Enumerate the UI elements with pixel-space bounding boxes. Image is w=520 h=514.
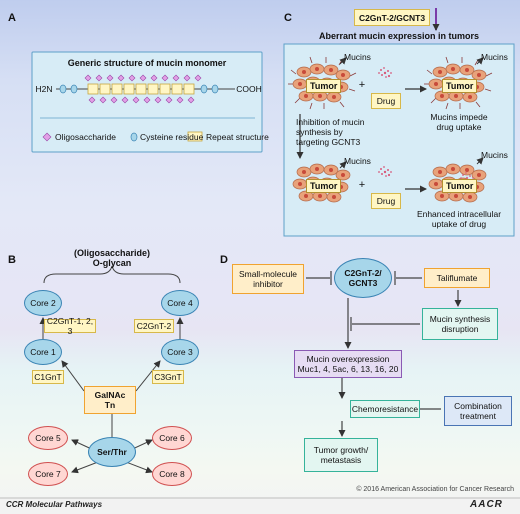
- cysteine-residues: [59, 84, 219, 94]
- tumor-label-1: Tumor: [306, 79, 342, 93]
- oligosaccharide-diamonds: [84, 74, 202, 104]
- core-6-node: Core 6: [152, 426, 192, 450]
- mucin-synthesis-line: Mucin synthesis: [429, 314, 491, 324]
- c2gnt-1-2-3-enzyme: C2GnT-1, 2, 3: [44, 316, 96, 336]
- legend-repeat-label: Repeat structure: [206, 132, 269, 142]
- inhibition-text: Inhibition of mucin synthesis by targeti…: [296, 117, 368, 147]
- galnac-tn-node: GalNAc Tn: [84, 386, 136, 414]
- chemoresistance-box: Chemoresistance: [350, 400, 420, 418]
- inhibitor-line: inhibitor: [253, 279, 283, 289]
- inhibition-line-2: synthesis by: [296, 127, 343, 137]
- mucin-synthesis-disruption-box: Mucin synthesis disruption: [422, 308, 498, 340]
- panel-b-letter: B: [8, 254, 16, 266]
- inhibition-line-1: Inhibition of mucin: [296, 117, 365, 127]
- panel-a-letter: A: [8, 12, 16, 24]
- legend-repeat-icon: [187, 131, 203, 142]
- mucins-label-3: Mucins: [344, 156, 371, 166]
- taliflumate-box: Taliflumate: [424, 268, 490, 288]
- o-glycan-title: (Oligosaccharide) O-glycan: [70, 248, 154, 268]
- plus-sign-2: +: [358, 179, 366, 191]
- panel-d-letter: D: [220, 254, 228, 266]
- c2gnt2-gcnt3-target: C2GnT-2/ GCNT3: [334, 258, 392, 298]
- core-5-node: Core 5: [28, 426, 68, 450]
- small-molecule-inhibitor-box: Small-molecule inhibitor: [232, 264, 304, 294]
- mucin-overexpression-box: Mucin overexpression Muc1, 4, 5ac, 6, 13…: [294, 350, 402, 378]
- c3gnt-enzyme: C3GnT: [152, 370, 184, 384]
- o-glycan-title-line-1: (Oligosaccharide): [73, 248, 151, 258]
- repeat-structures: [87, 83, 195, 95]
- ser-thr-node: Ser/Thr: [88, 437, 136, 467]
- core-3-node: Core 3: [161, 339, 199, 365]
- drug-box-1: Drug: [371, 93, 401, 109]
- o-glycan-title-line-2: O-glycan: [92, 258, 132, 268]
- mucins-label-4: Mucins: [481, 150, 508, 160]
- legend-cysteine-label: Cysteine residue: [140, 132, 204, 142]
- galnac-line: GalNAc: [94, 390, 126, 400]
- c2gnt-2-enzyme: C2GnT-2: [134, 319, 174, 333]
- core-2-node: Core 2: [24, 290, 62, 316]
- journal-name: CCR Molecular Pathways: [6, 500, 103, 509]
- c1gnt-enzyme: C1GnT: [32, 370, 64, 384]
- mucins-label-2: Mucins: [481, 52, 508, 62]
- tumor-label-2: Tumor: [442, 79, 478, 93]
- enhanced-line-2: uptake of drug: [431, 219, 487, 229]
- tumor-growth-line: Tumor growth/: [313, 445, 369, 455]
- core-7-node: Core 7: [28, 462, 68, 486]
- combination-treatment-box: Combination treatment: [444, 396, 512, 426]
- drug-box-2: Drug: [371, 193, 401, 209]
- target-line-2: GCNT3: [348, 278, 378, 288]
- panel-a-title: Generic structure of mucin monomer: [67, 58, 227, 68]
- inhibition-line-3: targeting GCNT3: [296, 137, 361, 147]
- aberrant-expression-label: Aberrant mucin expression in tumors: [318, 31, 480, 41]
- core-8-node: Core 8: [152, 462, 192, 486]
- impede-line-1: Mucins impede: [430, 112, 488, 122]
- plus-sign-1: +: [358, 79, 366, 91]
- enhanced-text: Enhanced intracellular uptake of drug: [412, 209, 506, 229]
- n-terminus-label: H2N: [35, 84, 53, 94]
- aacr-logo: AACR: [470, 499, 503, 510]
- copyright-text: © 2016 American Association for Cancer R…: [356, 486, 514, 493]
- combination-line: Combination: [454, 401, 502, 411]
- treatment-line: treatment: [460, 411, 496, 421]
- enhanced-line-1: Enhanced intracellular: [416, 209, 502, 219]
- small-molecule-line: Small-molecule: [238, 269, 298, 279]
- core-1-node: Core 1: [24, 339, 62, 365]
- panel-c-letter: C: [284, 12, 292, 24]
- tumor-growth-box: Tumor growth/ metastasis: [304, 438, 378, 472]
- gene-label: C2GnT-2/GCNT3: [354, 9, 430, 26]
- disruption-line: disruption: [441, 324, 479, 334]
- overexpression-line: Mucin overexpression: [306, 354, 390, 364]
- core-4-node: Core 4: [161, 290, 199, 316]
- tn-line: Tn: [104, 400, 116, 410]
- mucin-list-line: Muc1, 4, 5ac, 6, 13, 16, 20: [297, 364, 399, 374]
- impede-text: Mucins impede drug uptake: [424, 112, 494, 132]
- tumor-label-4: Tumor: [442, 179, 478, 193]
- c-terminus-label: COOH: [236, 84, 262, 94]
- legend-cysteine-icon: [130, 132, 138, 142]
- legend-oligosaccharide-icon: [42, 132, 52, 142]
- legend-oligosaccharide-label: Oligosaccharide: [55, 132, 116, 142]
- metastasis-line: metastasis: [320, 455, 362, 465]
- tumor-label-3: Tumor: [306, 179, 342, 193]
- mucins-label-1: Mucins: [344, 52, 371, 62]
- target-line-1: C2GnT-2/: [344, 268, 382, 278]
- impede-line-2: drug uptake: [436, 122, 482, 132]
- o-glycan-bracket: [43, 265, 181, 284]
